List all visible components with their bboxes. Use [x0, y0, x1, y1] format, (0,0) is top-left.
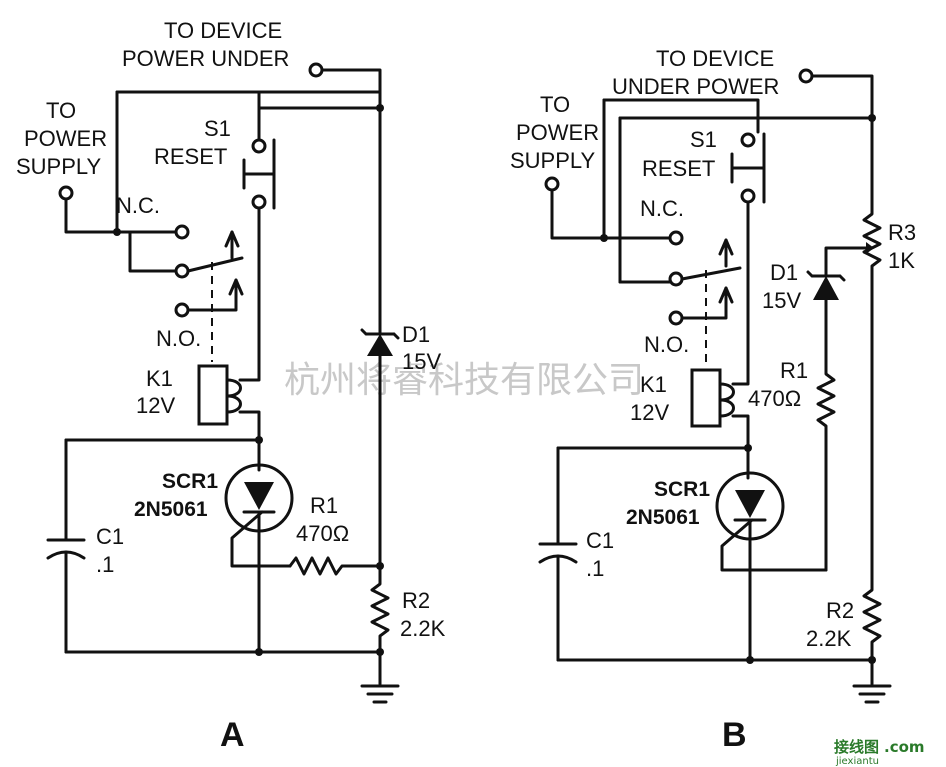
a-device-terminal — [308, 62, 324, 78]
b-reset-label: RESET — [642, 156, 715, 181]
a-k1-label: K1 — [146, 366, 173, 391]
b-device-label-1: TO DEVICE — [656, 46, 774, 71]
b-r3-value: 1K — [888, 248, 915, 273]
b-supply-label-3: SUPPLY — [510, 148, 596, 173]
a-device-label-1: TO DEVICE — [164, 18, 282, 43]
watermark: 杭州将睿科技有限公司 — [284, 360, 644, 401]
b-scr1-label: SCR1 — [654, 478, 710, 501]
site-url: jiexiantu — [835, 756, 879, 767]
a-r2-label: R2 — [402, 588, 430, 613]
b-device-terminal — [798, 68, 814, 84]
b-r2-label: R2 — [826, 598, 854, 623]
b-c1-label: C1 — [586, 528, 614, 553]
a-reset-label: RESET — [154, 144, 227, 169]
b-nc-label: N.C. — [640, 196, 684, 221]
site-logo-suffix: .com — [884, 738, 925, 756]
b-scr1-part: 2N5061 — [626, 506, 700, 529]
site-logo: 接线图 .com jiexiantu — [834, 738, 925, 767]
a-k1-value: 12V — [136, 393, 175, 418]
a-c1-capacitor — [46, 436, 263, 654]
a-ground-symbol — [360, 650, 400, 704]
circuit-a: TO DEVICE POWER UNDER TO POWER SUPPLY S1… — [16, 18, 446, 754]
site-logo-text: 接线图 — [834, 738, 879, 756]
a-c1-label: C1 — [96, 524, 124, 549]
a-k1-relay-coil — [197, 364, 261, 442]
b-no-label: N.O. — [644, 332, 689, 357]
b-d1-value: 15V — [762, 288, 801, 313]
a-r1-label: R1 — [310, 493, 338, 518]
a-relay-contacts — [128, 224, 244, 362]
b-k1-value: 12V — [630, 400, 669, 425]
circuit-b: TO DEVICE UNDER POWER TO POWER SUPPLY S1… — [510, 46, 916, 754]
b-s1-reset-switch — [730, 132, 766, 374]
b-c1-value: .1 — [586, 556, 604, 581]
b-c1-capacitor — [538, 444, 752, 662]
a-r1-resistor — [288, 556, 382, 576]
a-d1-zener — [360, 106, 400, 570]
a-d1-value: 15V — [402, 349, 441, 374]
a-scr1-part: 2N5061 — [134, 498, 208, 521]
a-scr1-label: SCR1 — [162, 470, 218, 493]
b-r1-resistor — [816, 298, 836, 572]
b-r1-label: R1 — [780, 358, 808, 383]
b-d1-zener — [806, 246, 862, 300]
b-device-label-2: UNDER POWER — [612, 74, 779, 99]
b-ground-symbol — [852, 658, 892, 704]
a-no-label: N.O. — [156, 326, 201, 351]
b-r2-value: 2.2K — [806, 626, 852, 651]
a-d1-label: D1 — [402, 322, 430, 347]
a-nc-label: N.C. — [116, 193, 160, 218]
b-supply-label-2: POWER — [516, 120, 599, 145]
b-r3-potentiometer — [842, 116, 882, 582]
b-panel-label: B — [722, 716, 747, 754]
a-supply-label-3: SUPPLY — [16, 154, 102, 179]
a-supply-label-1: TO — [46, 98, 76, 123]
b-relay-contacts — [618, 230, 742, 368]
a-s1-label: S1 — [204, 116, 231, 141]
a-c1-value: .1 — [96, 552, 114, 577]
b-s1-label: S1 — [690, 127, 717, 152]
b-k1-label: K1 — [640, 372, 667, 397]
a-supply-label-2: POWER — [24, 126, 107, 151]
b-d1-label: D1 — [770, 260, 798, 285]
b-k1-relay-coil — [690, 368, 750, 450]
a-panel-label: A — [220, 716, 245, 754]
a-r2-resistor — [370, 564, 390, 654]
a-r1-value: 470Ω — [296, 521, 349, 546]
b-scr1-thyristor — [715, 446, 828, 662]
b-r3-label: R3 — [888, 220, 916, 245]
a-scr1-thyristor — [224, 438, 294, 654]
b-r2-resistor — [862, 578, 882, 662]
a-s1-reset-switch — [242, 138, 276, 372]
b-supply-terminal — [544, 176, 560, 192]
a-device-label-2: POWER UNDER — [122, 46, 289, 71]
a-r2-value: 2.2K — [400, 616, 446, 641]
b-r1-value: 470Ω — [748, 386, 801, 411]
b-supply-label-1: TO — [540, 92, 570, 117]
a-supply-terminal — [58, 185, 74, 201]
